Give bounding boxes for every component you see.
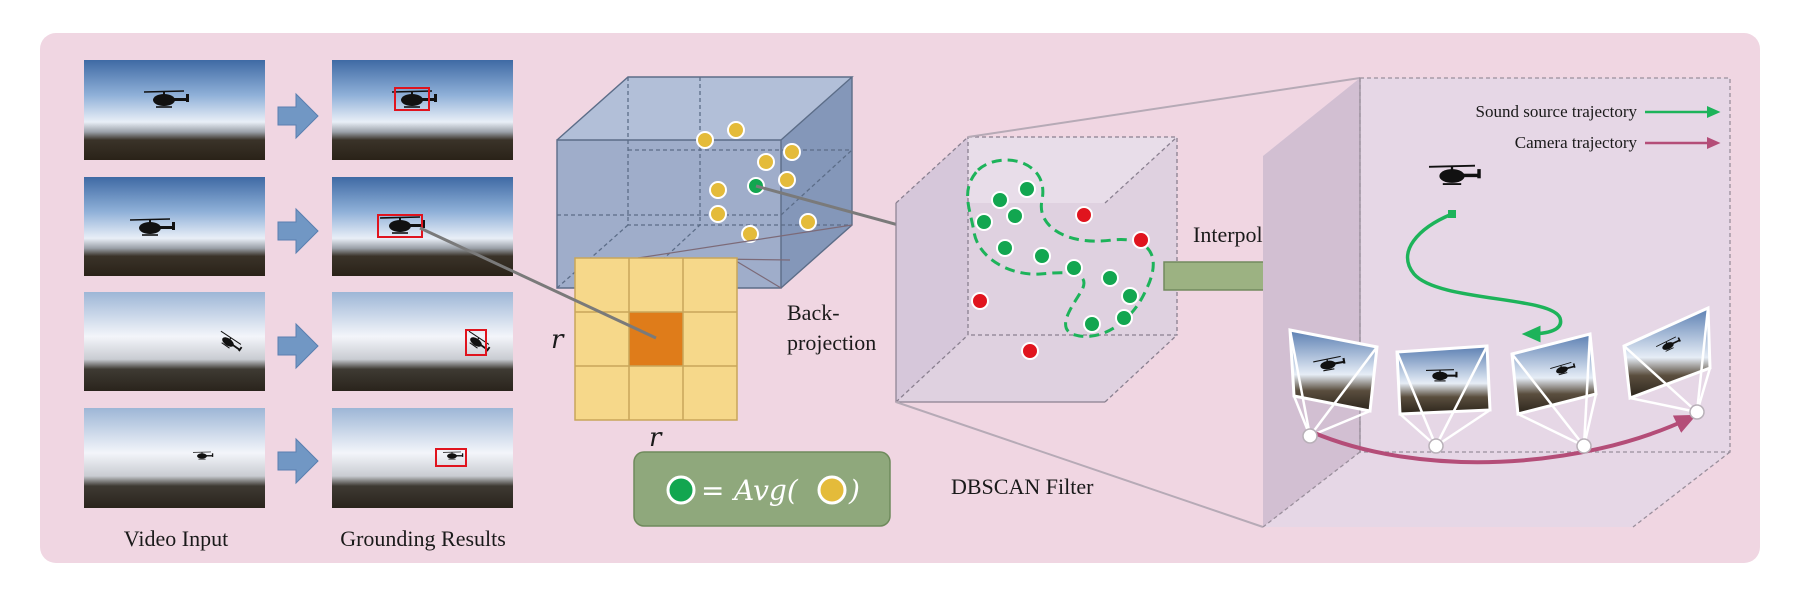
yellow-point — [783, 143, 801, 161]
camera-trajectory — [1311, 414, 1697, 465]
r-horizontal-label: r — [649, 423, 663, 453]
camera-center — [1576, 438, 1592, 454]
yellow-point — [696, 131, 714, 149]
video-input-frames — [84, 60, 265, 508]
camera-views — [1288, 305, 1712, 448]
video-frame-4 — [84, 408, 265, 508]
formula-avg: Avg( — [731, 474, 799, 507]
block-arrow-icon — [277, 92, 319, 140]
yellow-point — [778, 171, 796, 189]
sound-source-trajectory — [1406, 212, 1563, 343]
red-point — [1075, 206, 1093, 224]
trajectory-box: Sound source trajectory Camera trajector… — [1262, 77, 1731, 528]
legend-sound-source-label: Sound source trajectory — [1476, 102, 1638, 121]
block-arrow-icon — [277, 207, 319, 255]
green-point — [996, 239, 1014, 257]
video-frame-1 — [84, 60, 265, 160]
red-point — [1132, 231, 1150, 249]
bounding-box-icon — [465, 329, 487, 356]
back-projection-label-line2: projection — [787, 330, 876, 355]
center-cell — [629, 312, 683, 366]
yellow-point — [817, 475, 847, 505]
green-point — [1115, 309, 1133, 327]
frame-arrows — [277, 92, 319, 485]
r-vertical-label: r — [551, 325, 565, 355]
red-point — [971, 292, 989, 310]
green-point — [1065, 259, 1083, 277]
grounding-results-label: Grounding Results — [340, 526, 506, 551]
camera-centers — [1302, 404, 1705, 454]
formula-equals: = — [701, 474, 724, 507]
backprojection-cube — [556, 76, 854, 289]
video-input-label: Video Input — [124, 526, 228, 551]
cluster-points — [975, 180, 1139, 333]
yellow-point — [799, 213, 817, 231]
dbscan-filter-label: DBSCAN Filter — [951, 474, 1094, 499]
cluster-outline — [966, 158, 1155, 338]
camera-center — [1428, 438, 1444, 454]
grounding-frame-2 — [332, 177, 513, 276]
bounding-box-icon — [435, 448, 467, 467]
yellow-points — [696, 121, 817, 243]
block-arrow-icon — [277, 437, 319, 485]
camera-center — [1689, 404, 1705, 420]
green-point — [1006, 207, 1024, 225]
yellow-point — [741, 225, 759, 243]
grounding-frame-4 — [332, 408, 513, 508]
legend-camera-label: Camera trajectory — [1515, 133, 1638, 152]
camera-view-1 — [1288, 328, 1379, 438]
block-arrow-icon — [277, 322, 319, 370]
formula-box: = Avg( ) — [633, 451, 891, 527]
yellow-point — [709, 181, 727, 199]
yellow-point — [709, 205, 727, 223]
yellow-point — [757, 153, 775, 171]
green-point — [666, 475, 696, 505]
camera-view-2 — [1395, 344, 1492, 448]
formula-close-paren: ) — [848, 474, 860, 507]
bounding-box-icon — [394, 87, 430, 111]
dbscan-cube — [895, 136, 1178, 403]
camera-view-3 — [1510, 332, 1598, 448]
green-point — [975, 213, 993, 231]
green-point — [1033, 247, 1051, 265]
zoom-lines — [895, 77, 1361, 528]
video-frame-2 — [84, 177, 265, 276]
green-point — [1121, 287, 1139, 305]
grounding-frame-3 — [332, 292, 513, 391]
yellow-point — [727, 121, 745, 139]
legend: Sound source trajectory Camera trajector… — [1476, 102, 1721, 152]
back-projection-label-line1: Back- — [787, 300, 840, 325]
green-point — [1018, 180, 1036, 198]
camera-view-4 — [1622, 305, 1712, 414]
grounding-frame-1 — [332, 60, 513, 160]
camera-center — [1302, 428, 1318, 444]
trajectory-start-marker — [1448, 210, 1456, 218]
green-point — [991, 191, 1009, 209]
grounding-link-line — [419, 226, 657, 340]
video-frame-3 — [84, 292, 265, 391]
noise-points — [971, 206, 1150, 360]
red-point — [1021, 342, 1039, 360]
green-point — [1101, 269, 1119, 287]
rxr-grid — [574, 257, 738, 421]
bounding-box-icon — [377, 214, 423, 238]
green-point — [1083, 315, 1101, 333]
grounding-frames — [332, 60, 513, 508]
